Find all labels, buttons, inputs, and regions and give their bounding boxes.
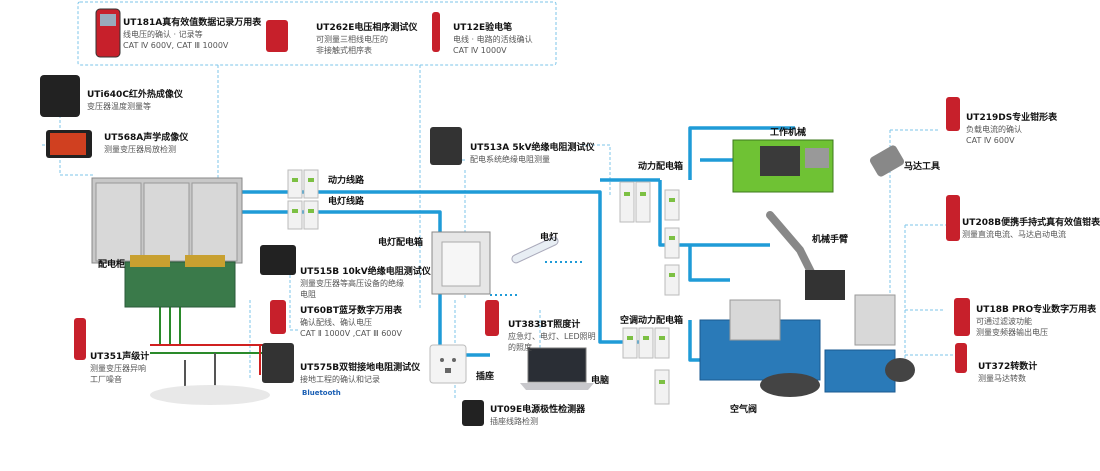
top-item-line: CAT Ⅳ 600V, CAT Ⅲ 1000V: [123, 41, 229, 50]
left-item-line: 测量变压器异响: [90, 364, 146, 373]
center-item-title: UT09E电源极性检测器: [490, 405, 586, 415]
label-robot: 机械手臂: [812, 235, 849, 245]
robot-base: [805, 270, 845, 300]
label-power-box: 动力配电箱: [638, 162, 684, 172]
top-item-title: UT181A真有效值数据记录万用表: [123, 18, 262, 28]
center-item-title: UT515B 10kV绝缘电阻测试仪: [300, 267, 431, 277]
center-item-ut513a: UT513A 5kV绝缘电阻测试仪 配电系统绝缘电阻测量: [470, 143, 595, 165]
center-item-title: UT513A 5kV绝缘电阻测试仪: [470, 143, 595, 153]
right-item-ut219ds: UT219DS专业钳形表 负载电流的确认 CAT Ⅳ 600V: [966, 113, 1057, 146]
meters: [40, 8, 970, 426]
breakers: [287, 169, 680, 405]
right-item-line: CAT Ⅳ 600V: [966, 136, 1015, 145]
label-ac-box: 空调动力配电箱: [620, 316, 684, 326]
blue-dotted: [490, 261, 585, 296]
left-item-ut351: UT351声级计 测量变压器异响 工厂噪音: [90, 352, 149, 385]
label-machine: 工作机械: [770, 128, 807, 138]
top-item-line: 电线 · 电路的活线确认: [453, 35, 533, 44]
right-item-title: UT208B便携手持式真有效值钳表: [962, 218, 1100, 228]
left-item-title: UT568A声学成像仪: [104, 133, 189, 143]
center-item-ut60bt: UT60BT蓝牙数字万用表 确认配线、确认电压 CAT Ⅱ 1000V ,CAT…: [300, 306, 402, 339]
socket: [429, 344, 467, 384]
breaker-switches: [292, 178, 675, 384]
right-item-ut208b: UT208B便携手持式真有效值钳表 测量直流电流、马达启动电流: [962, 218, 1100, 240]
label-socket: 插座: [476, 372, 495, 382]
left-item-line: 变压器温度测量等: [87, 102, 151, 111]
top-item-ut181a: UT181A真有效值数据记录万用表 线电压的确认 · 记录等 CAT Ⅳ 600…: [123, 18, 261, 51]
top-item-title: UT12E验电笔: [453, 23, 513, 33]
work-machine: [732, 139, 834, 193]
center-item-ut515b: UT515B 10kV绝缘电阻测试仪 测量变压器等高压设备的绝缘 电阻: [300, 267, 431, 300]
center-item-line: 电阻: [300, 290, 316, 299]
center-item-line: CAT Ⅱ 1000V ,CAT Ⅲ 600V: [300, 329, 402, 338]
center-item-line: 接地工程的确认和记录: [300, 375, 380, 384]
center-item-title: UT383BT照度计: [508, 320, 581, 330]
ac-machines: [699, 294, 915, 397]
center-item-ut383bt: UT383BT照度计 应急灯、电灯、LED照明 的照度: [508, 320, 596, 353]
right-item-title: UT219DS专业钳形表: [966, 113, 1058, 123]
right-item-title: UT372转数计: [978, 362, 1038, 372]
top-item-line: 线电压的确认 · 记录等: [123, 30, 203, 39]
center-item-line: 应急灯、电灯、LED照明: [508, 332, 596, 341]
center-item-line: 配电系统绝缘电阻测量: [470, 155, 550, 164]
center-item-ut575b: UT575B双钳接地电阻测试仪 接地工程的确认和记录: [300, 363, 420, 385]
center-item-title: UT575B双钳接地电阻测试仪: [300, 363, 421, 373]
label-computer: 电脑: [591, 376, 610, 386]
distribution-cabinet: [91, 177, 243, 308]
label-distribution: 配电柜: [98, 260, 126, 270]
center-item-title: UT60BT蓝牙数字万用表: [300, 306, 402, 316]
light-distribution-box: [431, 231, 491, 295]
right-item-line: 可通过滤波功能: [976, 317, 1032, 326]
label-power-line: 动力线路: [328, 176, 365, 186]
right-item-ut372: UT372转数计 测量马达转数: [978, 362, 1037, 384]
left-item-line: 工厂噪音: [90, 375, 122, 384]
right-item-line: 测量变频器输出电压: [976, 328, 1048, 337]
bluetooth-logo: Bluetooth: [302, 389, 341, 397]
laptop: [520, 347, 594, 390]
label-ac: 空气阀: [730, 405, 758, 415]
top-item-line: 可测量三相线电压的: [316, 35, 388, 44]
ground-plane: [150, 385, 270, 405]
left-item-line: 测量变压器局放检测: [104, 145, 176, 154]
center-item-line: 测量变压器等高压设备的绝缘: [300, 279, 404, 288]
left-item-title: UTi640C红外热成像仪: [87, 90, 183, 100]
center-item-ut09e: UT09E电源极性检测器 插座线路检测: [490, 405, 585, 427]
left-item-title: UT351声级计: [90, 352, 150, 362]
top-item-ut262e: UT262E电压相序测试仪 可测量三相线电压的 非接触式相序表: [316, 23, 417, 56]
top-item-line: CAT Ⅳ 1000V: [453, 46, 507, 55]
label-motor: 马达工具: [904, 162, 941, 172]
left-item-ut568a: UT568A声学成像仪 测量变压器局放检测: [104, 133, 188, 155]
top-item-ut12e: UT12E验电笔 电线 · 电路的活线确认 CAT Ⅳ 1000V: [453, 23, 533, 56]
right-item-line: 负载电流的确认: [966, 125, 1022, 134]
right-item-ut18b: UT18B PRO专业数字万用表 可通过滤波功能 测量变频器输出电压: [976, 305, 1096, 338]
label-lamp: 电灯: [540, 233, 559, 243]
lamp-tube: [511, 236, 559, 264]
top-item-line: 非接触式相序表: [316, 46, 372, 55]
center-item-line: 确认配线、确认电压: [300, 318, 372, 327]
right-item-line: 测量直流电流、马达启动电流: [962, 230, 1066, 239]
center-item-line: 的照度: [508, 343, 532, 352]
label-light-line: 电灯线路: [328, 197, 365, 207]
center-item-line: 插座线路检测: [490, 417, 538, 426]
right-item-line: 测量马达转数: [978, 374, 1026, 383]
top-item-title: UT262E电压相序测试仪: [316, 23, 418, 33]
left-item-uti640c: UTi640C红外热成像仪 变压器温度测量等: [87, 90, 183, 112]
label-light-box: 电灯配电箱: [378, 238, 424, 248]
right-item-title: UT18B PRO专业数字万用表: [976, 305, 1097, 315]
motor: [869, 145, 905, 177]
